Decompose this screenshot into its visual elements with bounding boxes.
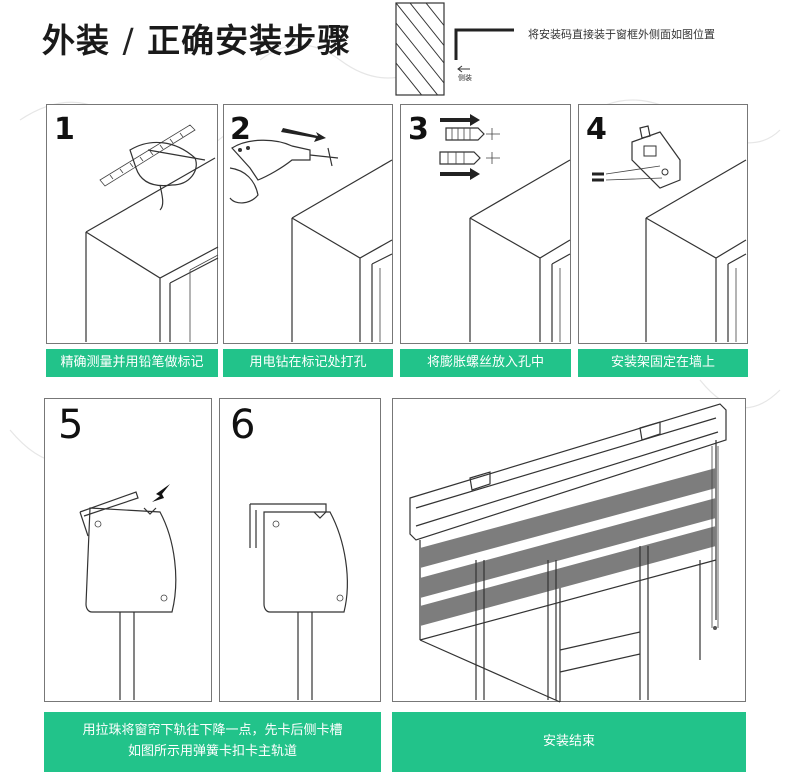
page-title: 外装 / 正确安装步骤 bbox=[42, 14, 351, 62]
step-5-panel bbox=[44, 398, 212, 702]
mount-note: 将安装码直接装于窗框外侧面如图位置 bbox=[528, 28, 715, 41]
step-2-panel bbox=[223, 104, 393, 344]
step-1-number: 1 bbox=[54, 112, 75, 147]
title-rest: 正确安装步骤 bbox=[147, 21, 352, 60]
step-4-caption: 安装架固定在墙上 bbox=[578, 349, 748, 377]
step-1-panel bbox=[46, 104, 218, 344]
side-mount-label: 侧装 bbox=[458, 74, 472, 82]
step-4-panel bbox=[578, 104, 748, 344]
step-1-caption: 精确测量并用铅笔做标记 bbox=[46, 349, 218, 377]
final-caption: 安装结束 bbox=[392, 712, 746, 772]
step-5-caption-line1: 用拉珠将窗帘下轨往下降一点，先卡后侧卡槽 bbox=[82, 723, 343, 739]
step-3-panel bbox=[400, 104, 571, 344]
step-5-number: 5 bbox=[58, 402, 84, 448]
step-6-number: 6 bbox=[230, 402, 256, 448]
step-2-number: 2 bbox=[230, 112, 251, 147]
step-5-caption-line2: 如图所示用弹簧卡扣卡主轨道 bbox=[127, 744, 297, 759]
step-5-caption: 用拉珠将窗帘下轨往下降一点，先卡后侧卡槽 如图所示用弹簧卡扣卡主轨道 bbox=[44, 712, 381, 772]
title-bold: 外装 bbox=[42, 21, 110, 60]
title-separator: / bbox=[122, 21, 135, 60]
step-3-number: 3 bbox=[408, 112, 429, 147]
step-4-number: 4 bbox=[586, 112, 607, 147]
step-3-caption: 将膨胀螺丝放入孔中 bbox=[400, 349, 571, 377]
step-2-caption: 用电钻在标记处打孔 bbox=[223, 349, 393, 377]
step-6-panel bbox=[219, 398, 381, 702]
